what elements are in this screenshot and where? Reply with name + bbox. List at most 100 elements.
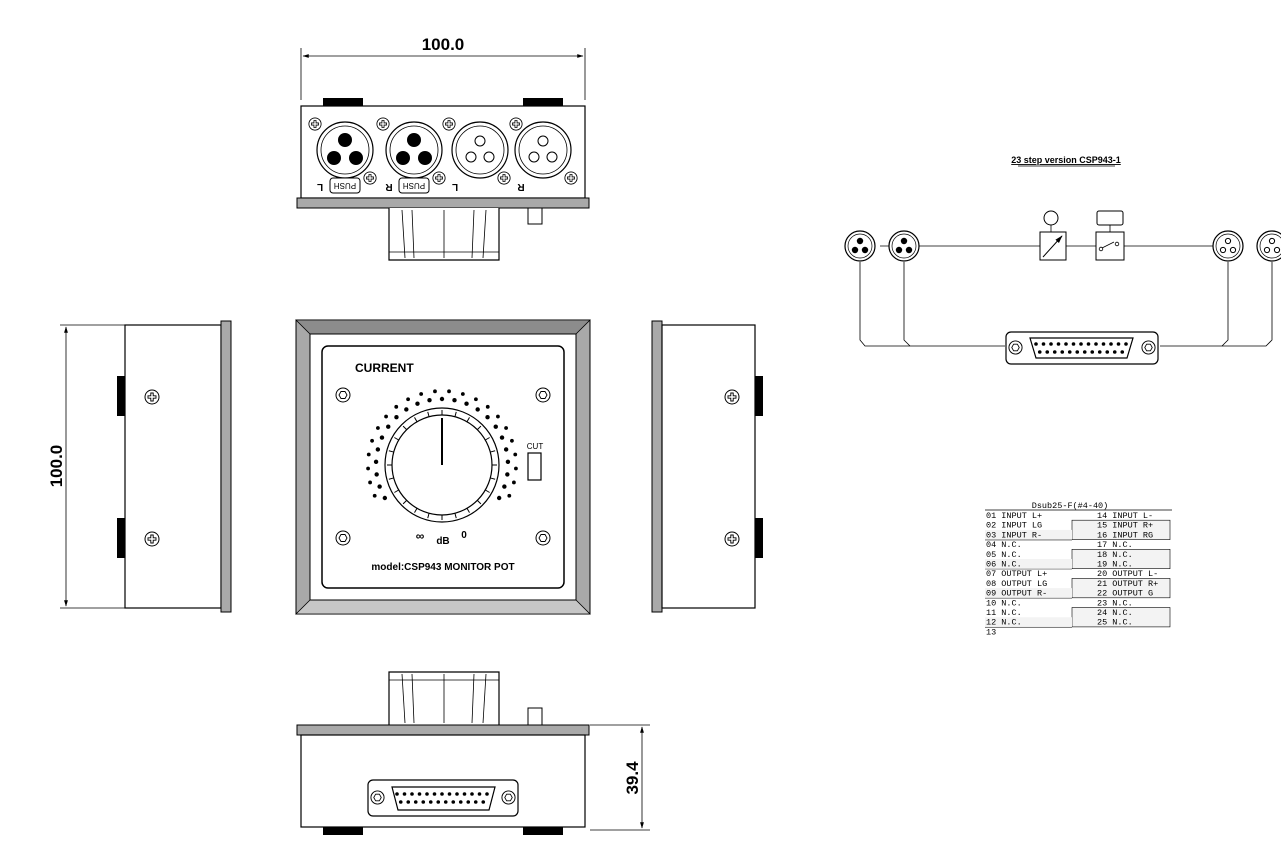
dsub-pin (485, 792, 489, 796)
right-side-view (651, 320, 763, 613)
xlr-input-right: PUSH R (385, 121, 443, 194)
dsub-pin (1067, 350, 1072, 354)
dsub-pin (1124, 342, 1128, 346)
dsub-pin (1109, 342, 1113, 346)
dsub-pin (1041, 342, 1046, 346)
xlr-output-right: R (514, 121, 572, 192)
depth-dimension: 39.4 (590, 724, 650, 831)
dsub-pin (1060, 350, 1065, 354)
schematic-xlr-in-1 (844, 230, 876, 262)
step-dot (512, 480, 516, 485)
schematic-title: 23 step version CSP943-1 (1011, 155, 1121, 165)
step-dot (474, 397, 478, 402)
model-label: model:CSP943 MONITOR POT (371, 562, 514, 573)
step-dot (485, 404, 490, 409)
schematic-pot-symbol (1039, 210, 1067, 261)
pin-row-left-label: 06 N.C. (986, 560, 1022, 570)
pin-group-shade (985, 559, 1072, 569)
width-dimension: 100.0 (300, 35, 586, 100)
step-dot (513, 452, 518, 457)
dsub-pin (1037, 350, 1042, 354)
step-dot (505, 459, 511, 465)
knob-notch (485, 489, 490, 493)
dsub-pin (451, 800, 456, 804)
step-dot (368, 480, 372, 485)
step-dot (406, 397, 410, 402)
knob-notch (477, 500, 482, 505)
dsub-pin (1075, 350, 1080, 354)
schematic-xlr-in-2 (888, 230, 920, 262)
step-dot (376, 426, 380, 430)
schematic-dsub25 (1005, 331, 1159, 365)
pin-row-left-label: 11 N.C. (986, 608, 1022, 618)
knob-notch (454, 513, 457, 519)
zero-label: 0 (461, 530, 467, 541)
l-label-1: L (317, 181, 323, 192)
dsub-pin (1105, 350, 1110, 354)
schematic-xlr-out-2 (1256, 230, 1281, 262)
knob-notch (402, 500, 407, 505)
knob-notch (490, 450, 496, 453)
step-dot (382, 495, 388, 501)
dsub-pin (432, 792, 437, 796)
knob-notch (414, 508, 418, 513)
dsub-pin (462, 792, 467, 796)
dsub-pin (473, 800, 478, 804)
dsub-pin (395, 792, 399, 796)
dsub-pin (1052, 350, 1057, 354)
step-dot (460, 392, 465, 396)
r-label-1: R (385, 181, 393, 192)
step-dot (370, 438, 374, 443)
step-dot (394, 404, 399, 409)
pin-row-right: 19 N.C. (1097, 560, 1133, 570)
dsub-pin (1056, 342, 1061, 346)
pin-row-right: 25 N.C. (1097, 618, 1133, 628)
dsub-pin (1049, 342, 1053, 346)
pin-row-left-label: 03 INPUT R- (986, 530, 1042, 540)
step-dot (503, 447, 509, 452)
schematic-switch-symbol (1095, 210, 1125, 261)
knob-notch (388, 477, 394, 480)
attenuator-knob[interactable] (384, 407, 500, 523)
dsub-pin (1120, 350, 1125, 354)
pin-row-left-label: 10 N.C. (986, 598, 1022, 608)
step-dot (510, 438, 514, 443)
dsub-pin (470, 792, 474, 796)
push-label-1: PUSH (334, 181, 356, 190)
pin-row-right: 18 N.C. (1097, 550, 1133, 560)
cut-switch[interactable] (527, 452, 542, 481)
pin-row-left-label: 04 N.C. (986, 540, 1022, 550)
knob-notch (402, 425, 407, 430)
dsub-pin (1086, 342, 1091, 346)
step-dot (475, 407, 480, 412)
step-dot (496, 495, 502, 501)
dsub-pin (1112, 350, 1117, 354)
knob-notch (414, 417, 418, 422)
dsub-pin (402, 792, 407, 796)
step-dot (514, 466, 518, 471)
pin-group-shade (985, 588, 1072, 598)
dsub-pin (1064, 342, 1068, 346)
pin-row-right: 15 INPUT R+ (1097, 521, 1153, 531)
step-dot (404, 407, 409, 412)
bottom-view: 39.4 (296, 671, 650, 835)
dsub-pin (428, 800, 433, 804)
dsub-pin (417, 792, 422, 796)
top-view: 100.0 PUSH L (296, 35, 590, 261)
dsub-pin (1034, 342, 1038, 346)
knob-notch (394, 437, 399, 441)
pin-row-right: 14 INPUT L- (1097, 511, 1153, 521)
step-dot (496, 414, 500, 419)
step-dot (384, 414, 388, 419)
dsub-pin (481, 800, 486, 804)
knob-notch (490, 477, 496, 480)
step-dot (433, 389, 437, 394)
pin-row-left-label: 08 OUTPUT LG (986, 579, 1047, 589)
step-dot (507, 493, 512, 498)
step-dot (415, 401, 420, 406)
step-dot (485, 415, 490, 420)
dsub-pin (410, 792, 414, 796)
dsub-pin (466, 800, 471, 804)
knob-notch (388, 450, 394, 453)
knob-notch (466, 508, 470, 513)
